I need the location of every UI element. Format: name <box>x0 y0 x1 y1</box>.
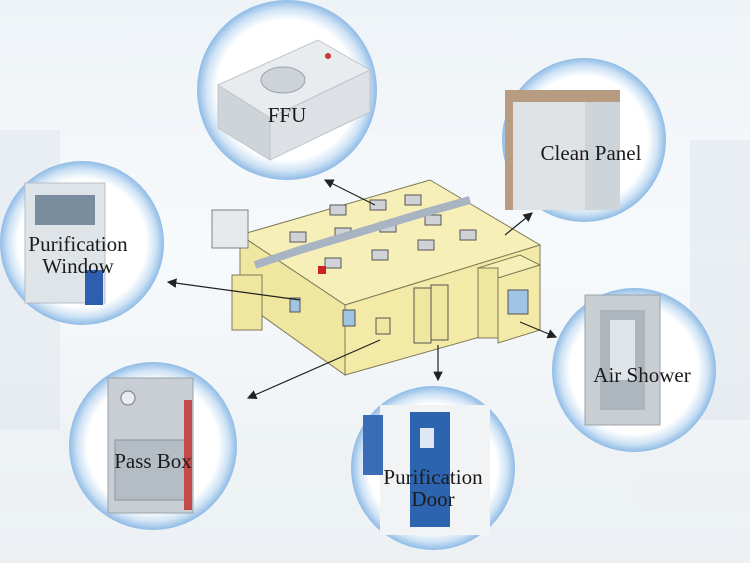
label-purification-door: Purification Door <box>370 466 496 510</box>
label-purification-door-line1: Purification <box>383 465 483 489</box>
label-purification-door-line2: Door <box>411 487 455 511</box>
clean-panel-circle <box>502 58 666 222</box>
arrow-clean-panel <box>504 212 533 236</box>
arrow-purification-window <box>166 278 301 301</box>
label-pass-box: Pass Box <box>114 449 192 473</box>
label-clean-panel: Clean Panel <box>540 141 642 165</box>
arrow-pass-box <box>246 339 381 400</box>
label-purification-window-line1: Purification <box>28 232 128 256</box>
ffu-circle <box>197 0 377 180</box>
pass-box-circle <box>69 362 237 530</box>
callout-arrows <box>166 179 558 400</box>
label-purification-window-line2: Window <box>42 254 114 278</box>
clean-room-illustration <box>211 179 542 376</box>
arrow-ffu <box>323 179 376 206</box>
purification-window-circle <box>0 161 164 325</box>
purification-door-circle <box>351 386 515 550</box>
label-air-shower: Air Shower <box>593 363 691 387</box>
air-shower-circle <box>552 288 716 452</box>
arrow-air-shower <box>519 321 558 339</box>
label-purification-window: Purification Window <box>16 233 140 277</box>
label-ffu: FFU <box>267 103 307 127</box>
